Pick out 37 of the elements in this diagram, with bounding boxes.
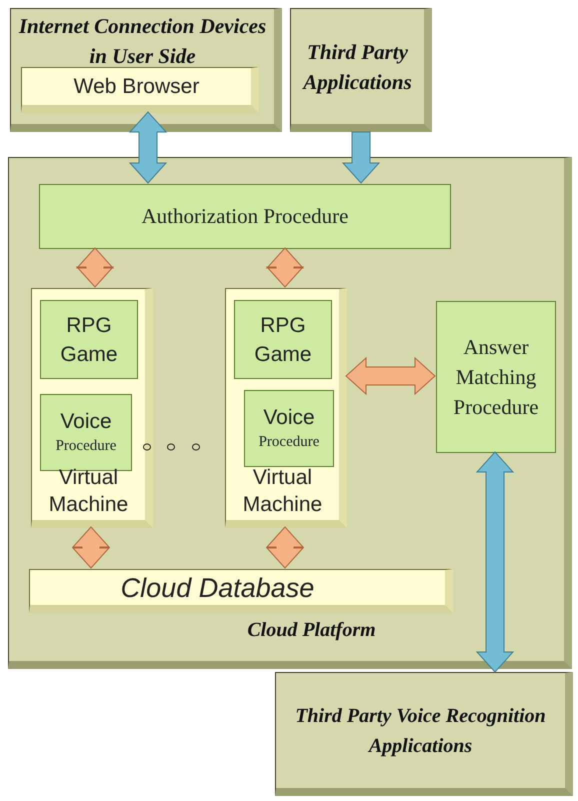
- applications-box: [275, 672, 573, 796]
- node-label: Voice: [263, 405, 315, 431]
- double-arrow: [345, 356, 436, 396]
- game-box: [234, 300, 332, 379]
- node-label: Virtual Machine: [48, 465, 130, 518]
- node-label: Virtual Machine: [242, 465, 324, 518]
- node-label: RPG Game: [59, 312, 119, 368]
- node-label: Answer Matching Procedure: [452, 334, 540, 421]
- platform-box: [8, 157, 572, 669]
- procedure-box: [244, 390, 334, 467]
- browser-box: [21, 67, 259, 113]
- applications-box: [290, 8, 432, 132]
- node-label: Web Browser: [74, 74, 200, 100]
- node-label: Procedure: [56, 437, 116, 456]
- procedure-box: [39, 184, 451, 249]
- node-label: Third Party Applications: [301, 38, 413, 96]
- double-arrow: [266, 247, 304, 288]
- node-label: Voice: [60, 409, 112, 435]
- node-label: Internet Connection Devices in User Side: [18, 13, 268, 70]
- node-label: Third Party Voice Recognition Applications: [294, 704, 547, 758]
- procedure-box: [436, 301, 556, 453]
- double-arrow: [76, 247, 114, 288]
- game-box: [40, 300, 138, 379]
- double-arrow: [72, 526, 110, 569]
- user-side-box: [10, 8, 282, 132]
- double-arrow: [266, 526, 304, 569]
- node-label: RPG Game: [253, 312, 313, 368]
- node-label: Procedure: [258, 433, 320, 452]
- virtual-machine-box: [31, 288, 153, 528]
- arrow: [342, 132, 380, 184]
- double-arrow: [128, 111, 168, 184]
- node-label: Cloud Platform: [247, 618, 376, 643]
- node-label: Authorization Procedure: [141, 203, 349, 230]
- virtual-machine-box: [225, 288, 347, 528]
- database-box: [29, 569, 453, 613]
- double-arrow: [476, 451, 514, 673]
- node-label: Cloud Database: [120, 572, 314, 604]
